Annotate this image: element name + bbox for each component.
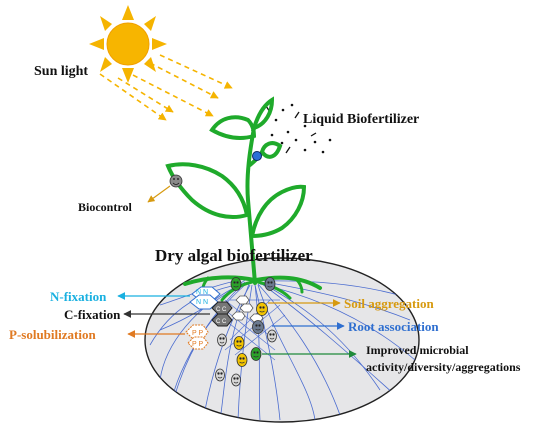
c-fixation-label: C-fixation xyxy=(64,307,121,322)
microbe-icon xyxy=(230,277,242,291)
svg-text:C C: C C xyxy=(216,319,227,325)
biocontrol-arrow xyxy=(147,185,171,203)
microbe-icon xyxy=(233,336,245,350)
svg-text:P P: P P xyxy=(192,330,203,337)
microbe-icon xyxy=(217,333,227,347)
microbe-icon xyxy=(267,329,277,343)
phosphorus-hexagon-icon: P P P P xyxy=(185,324,209,350)
improved-microbial-label-line2: activity/diversity/aggregations xyxy=(366,360,521,374)
svg-text:N N: N N xyxy=(196,289,208,296)
svg-text:N N: N N xyxy=(196,299,208,306)
biocontrol-microbe-icon xyxy=(169,174,183,188)
microbe-icon xyxy=(264,277,276,291)
svg-text:C C: C C xyxy=(216,307,227,313)
soil-aggregation-label: Soil aggregation xyxy=(344,296,434,311)
svg-text:P P: P P xyxy=(192,341,203,348)
improved-microbial-label-line1: Improved microbial xyxy=(366,343,469,357)
root-association-label: Root association xyxy=(348,319,439,334)
dry-algal-biofertilizer-label: Dry algal biofertilizer xyxy=(155,246,313,265)
soil-aggregate-hexagons xyxy=(231,295,264,323)
microbe-icon xyxy=(236,353,248,367)
biocontrol-label: Biocontrol xyxy=(78,200,132,214)
liquid-biofertilizer-label: Liquid Biofertilizer xyxy=(303,112,419,127)
sunlight-rays xyxy=(99,54,233,121)
microbe-icon xyxy=(252,320,264,334)
microbe-icon xyxy=(231,373,241,387)
water-drop-icon xyxy=(252,151,262,161)
microbe-icon xyxy=(250,347,262,361)
nitrogen-hexagon-icon: N N N N xyxy=(189,286,221,310)
p-solubilization-label: P-solubilization xyxy=(9,327,96,342)
microbe-icon xyxy=(215,368,225,382)
sun-icon xyxy=(89,5,167,83)
microbe-icon xyxy=(256,302,268,316)
microbe-cluster xyxy=(215,277,277,387)
carbon-hexagon-icon: C C C C xyxy=(211,301,233,327)
n-fixation-label: N-fixation xyxy=(50,289,107,304)
sun-light-label: Sun light xyxy=(34,64,88,79)
